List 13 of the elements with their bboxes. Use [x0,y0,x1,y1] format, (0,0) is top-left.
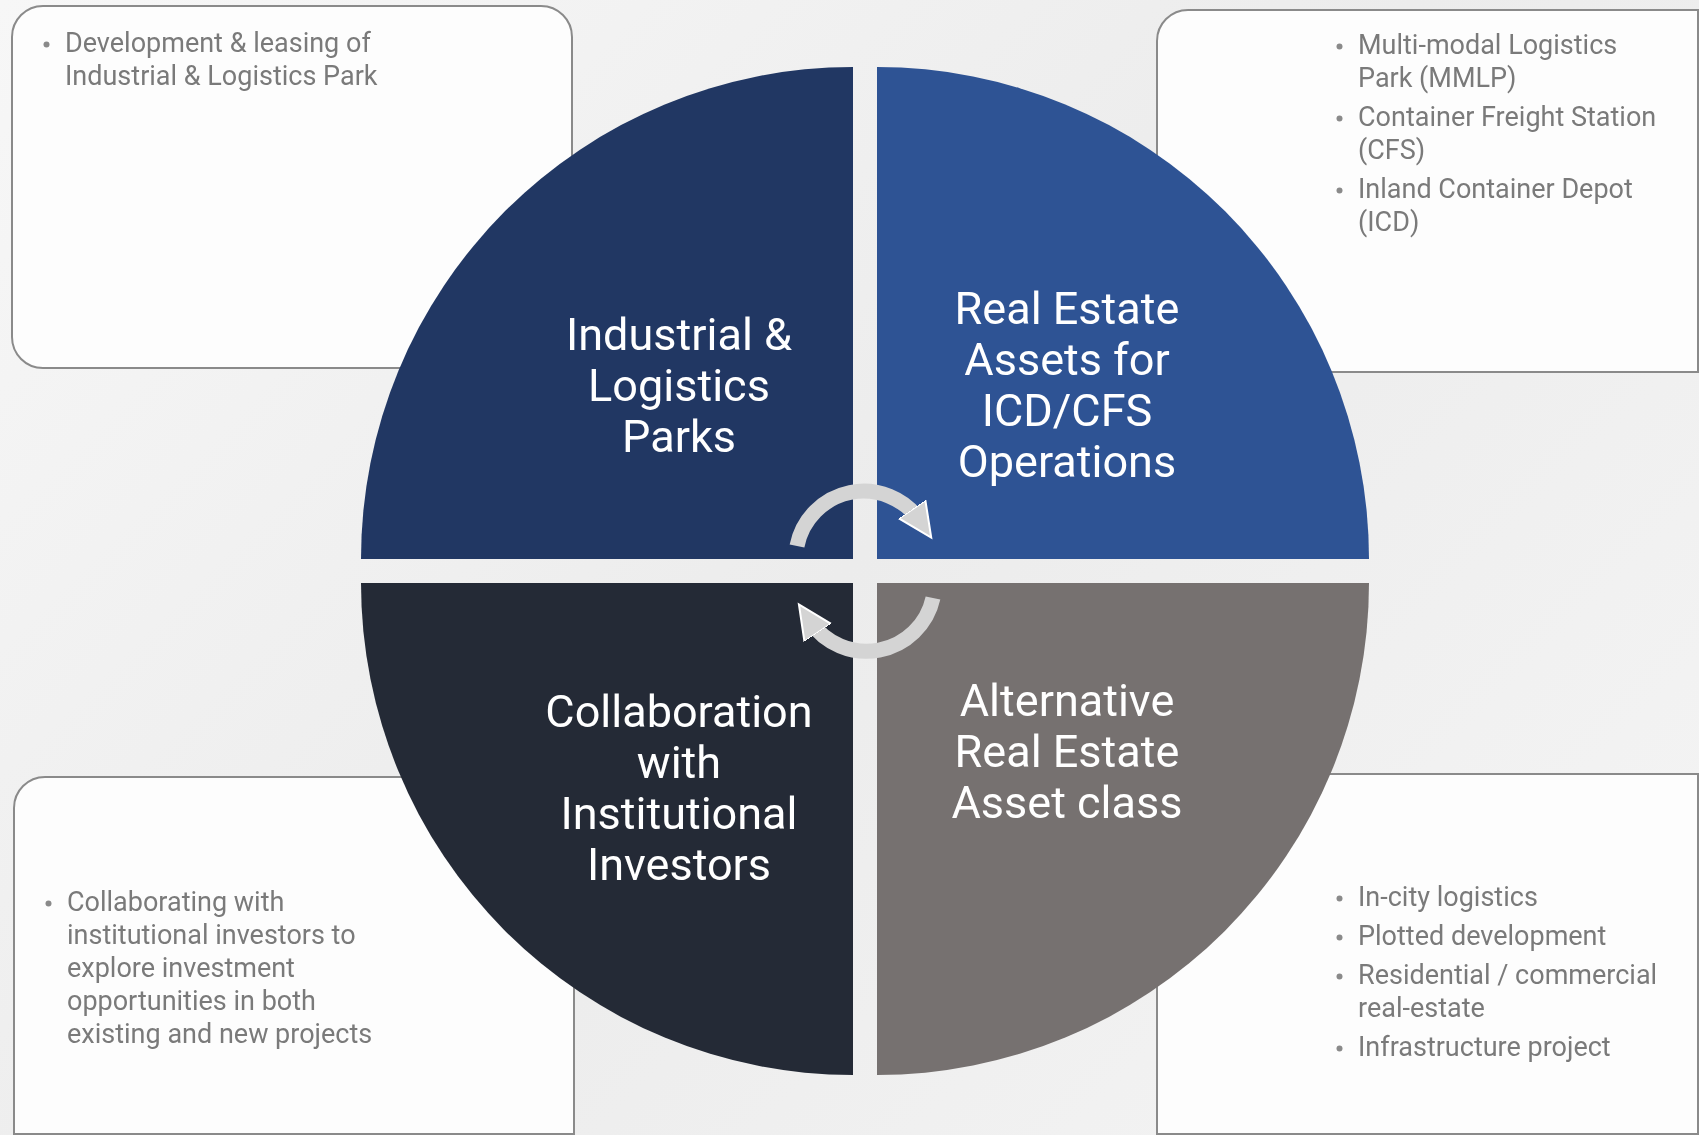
bullet-item: Plotted development [1358,920,1607,952]
bullet-item: Development & leasing of Industrial & Logistics Park [65,27,378,92]
bullet-item: Infrastructure project [1358,1031,1611,1063]
quadrant-label: Alternative Real Estate Asset class [950,674,1184,828]
bullet-item: Residential / commercial real-estate [1358,959,1658,1024]
bullet-item: Multi-modal Logistics Park (MMLP) [1358,29,1618,94]
quadrant-label: Industrial & Logistics Parks [565,308,793,462]
quadrant-label: Real Estate Assets for ICD/CFS Operations [953,283,1181,487]
bullet-item: Collaborating with institutional investors to explore investment opportunities in both existing and new projects [67,886,373,1050]
bullet-item: In-city logistics [1358,881,1538,913]
bullet-item: Container Freight Station (CFS) [1358,101,1657,166]
bullet-item: Inland Container Depot (ICD) [1358,173,1633,238]
quadrant-label: Collaboration with Institutional Investors [544,686,814,890]
